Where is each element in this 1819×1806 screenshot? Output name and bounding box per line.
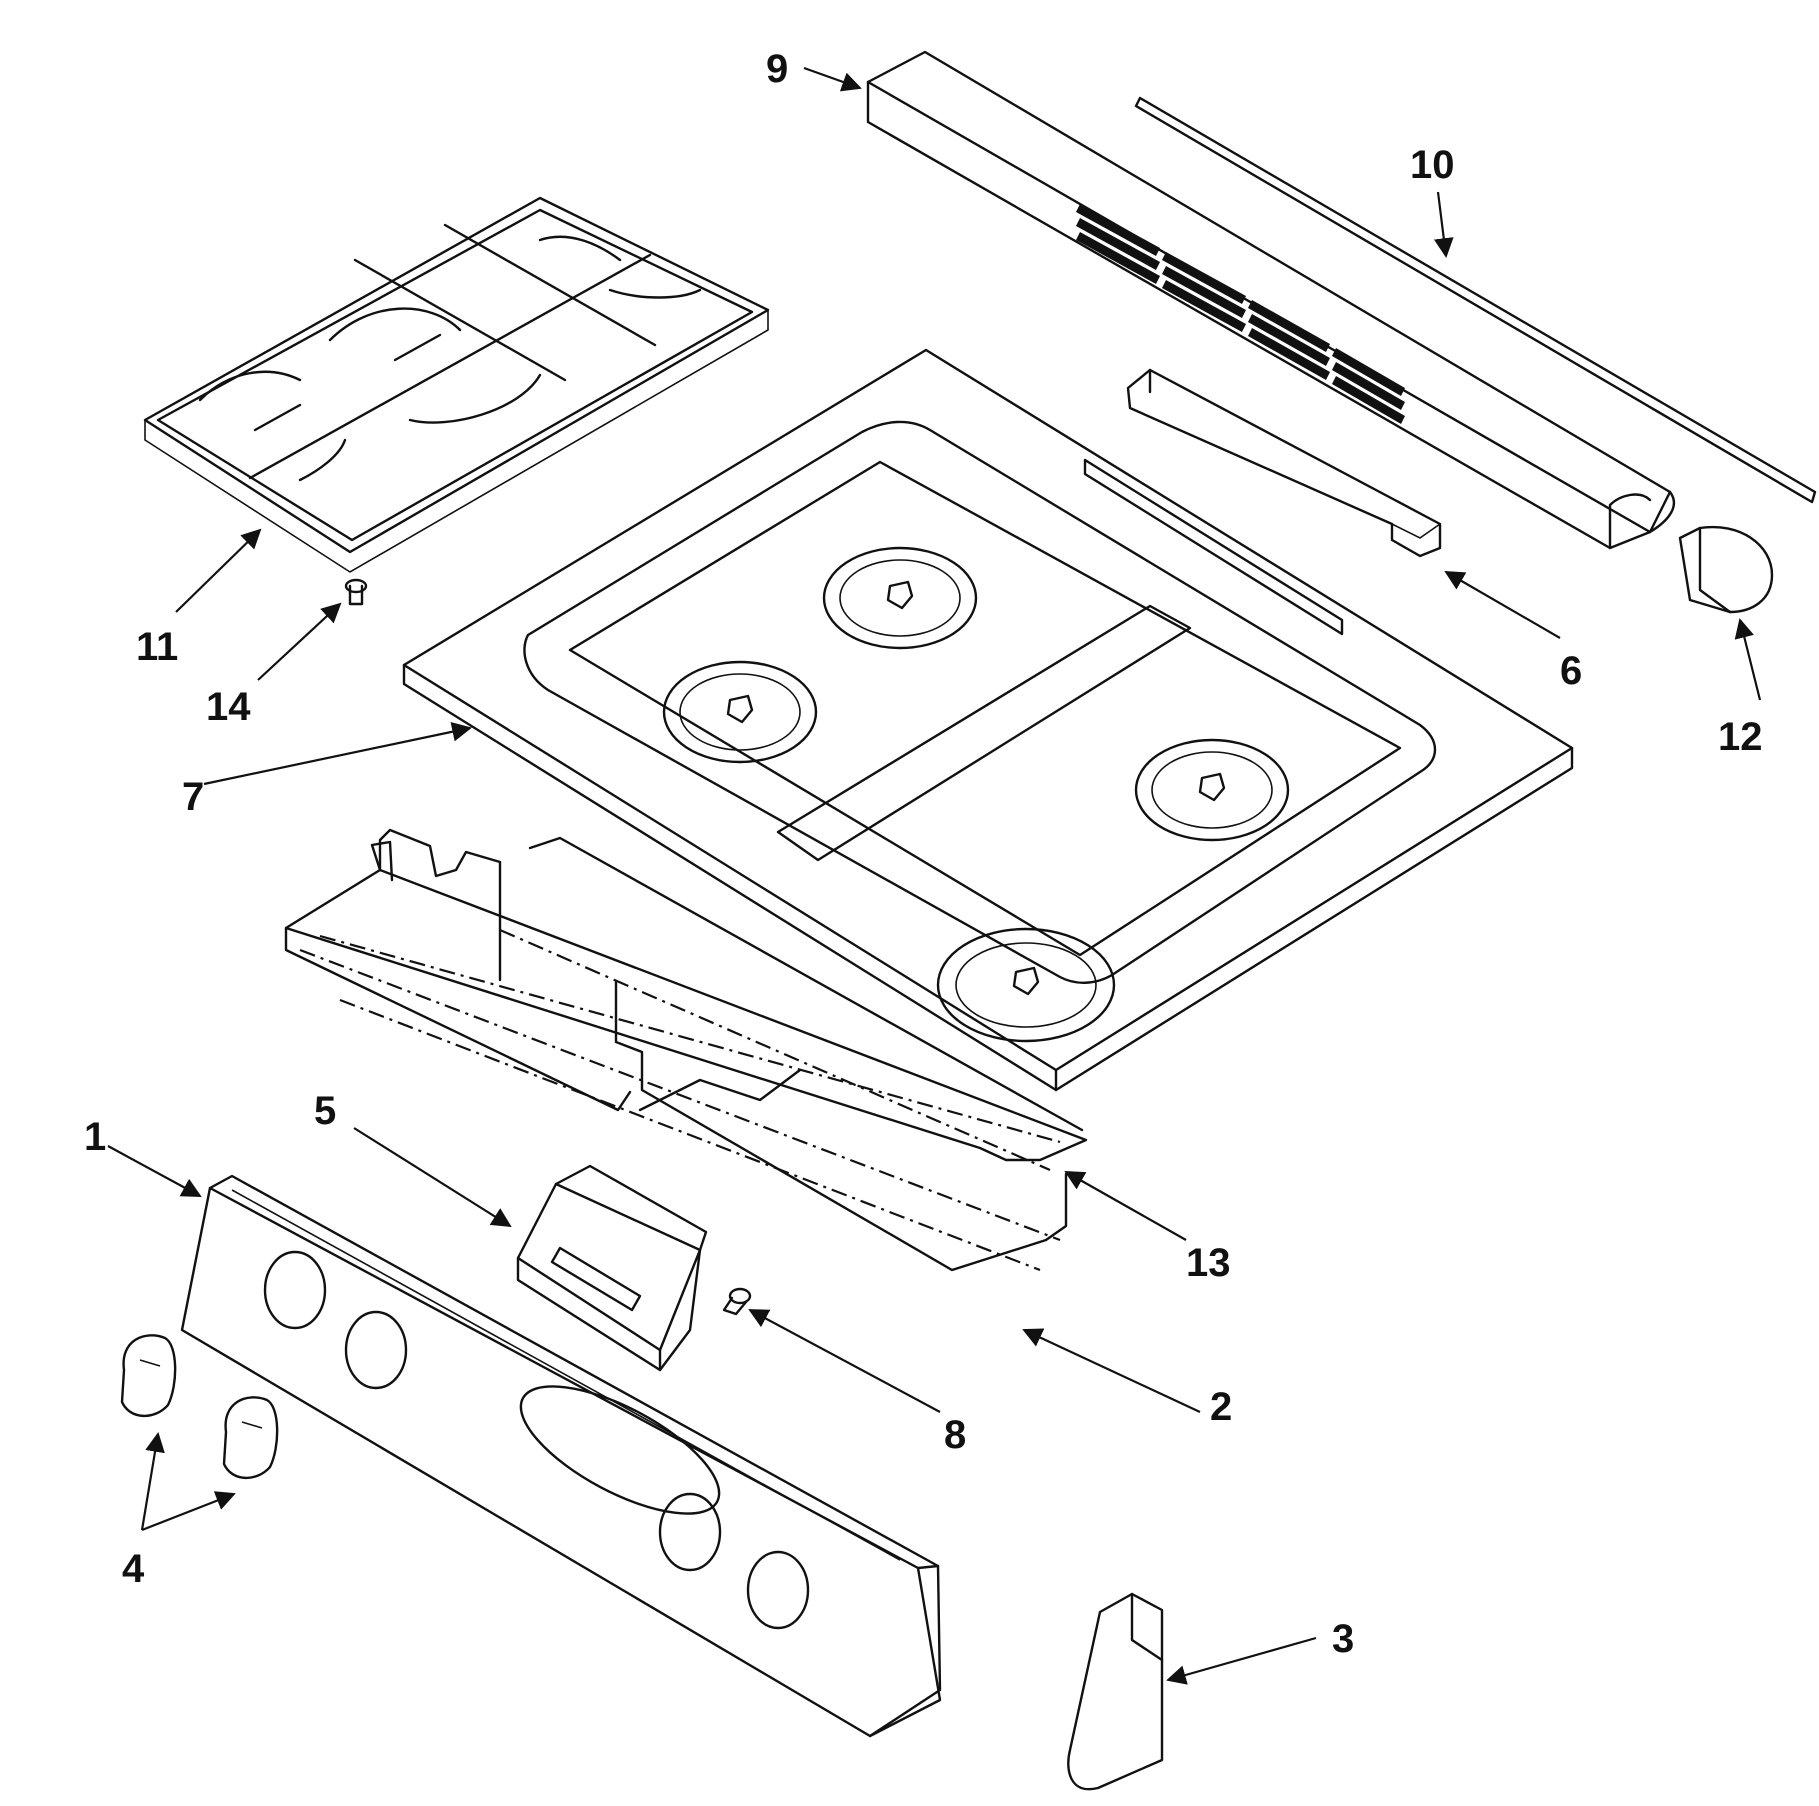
burner-front-left: [662, 660, 818, 764]
callout-11: 11: [136, 625, 178, 669]
burner-rear-left: [822, 546, 978, 650]
callout-4: 4: [122, 1547, 145, 1591]
part-7-cooktop: [402, 348, 1574, 1092]
callout-3: 3: [1332, 1617, 1354, 1661]
part-9-vent-trim: [866, 50, 1676, 550]
callout-labels: 9 10 11 14 7 6 12 1 5 13 2 8 3 4: [84, 47, 1763, 1661]
part-4-knobs: [120, 1334, 279, 1480]
burner-rear-right: [1134, 738, 1290, 842]
knob-left: [120, 1334, 177, 1418]
knob-right: [222, 1396, 279, 1480]
burner-front-right: [936, 927, 1116, 1043]
part-11-burner-grate: [143, 196, 770, 573]
part-3-side-trim: [1067, 1592, 1164, 1791]
callout-9: 9: [766, 47, 788, 91]
part-10-rear-strip: [1134, 96, 1817, 504]
callout-8: 8: [944, 1413, 966, 1457]
callout-1: 1: [84, 1115, 106, 1159]
part-8-screw: [722, 1287, 752, 1316]
callout-14: 14: [206, 685, 251, 729]
part-12-end-cap: [1678, 525, 1774, 614]
part-6-bracket: [1126, 368, 1442, 558]
part-5-control-clock: [516, 1164, 708, 1372]
callout-12: 12: [1718, 715, 1763, 759]
leader-lines: [107, 66, 1762, 1685]
callout-6: 6: [1560, 649, 1582, 693]
part-14-screw: [344, 578, 368, 606]
callout-5: 5: [314, 1089, 336, 1133]
callout-13: 13: [1186, 1241, 1231, 1285]
callout-7: 7: [182, 775, 204, 819]
part-1-control-panel: [180, 1174, 942, 1738]
callout-10: 10: [1410, 143, 1455, 187]
vent-slots: [1076, 204, 1405, 424]
callout-2: 2: [1210, 1385, 1232, 1429]
part-2-panel-bracket: [284, 828, 1068, 1272]
